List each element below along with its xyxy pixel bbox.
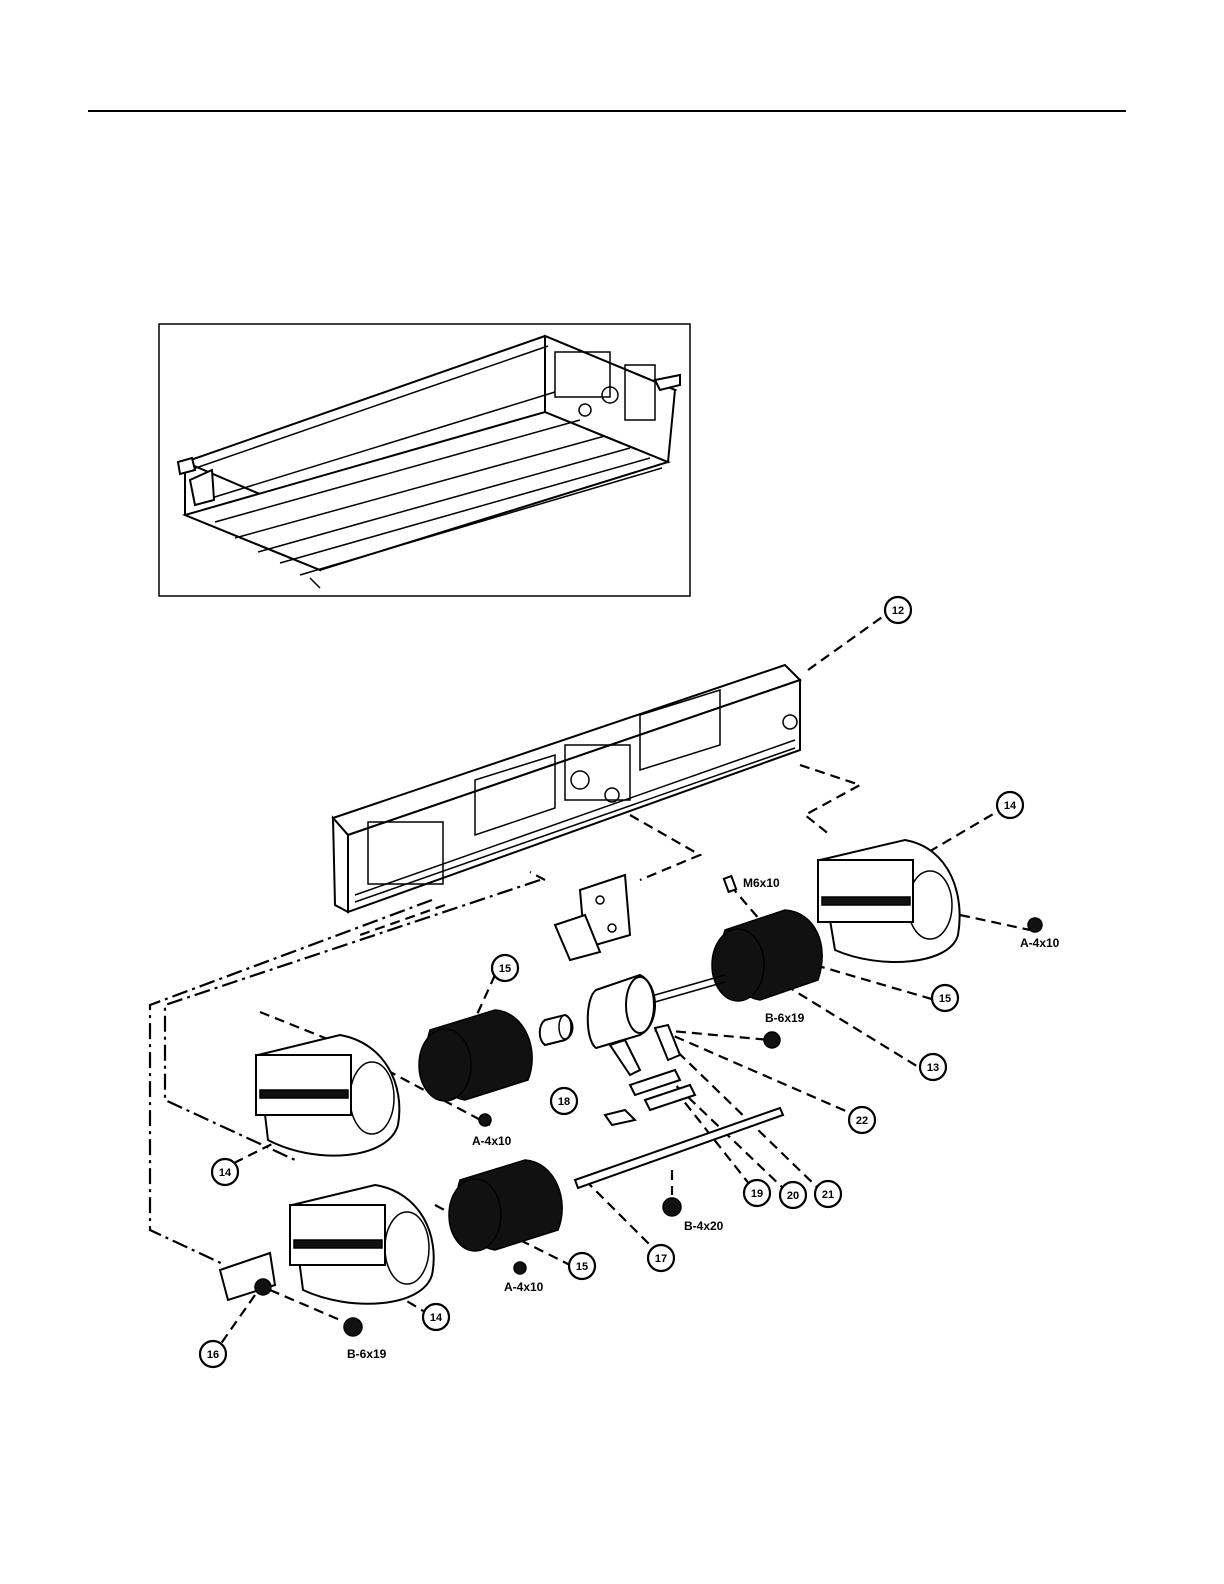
screw-a4x10-low <box>514 1262 526 1274</box>
part-15-blower-wheel-middle <box>419 1010 532 1101</box>
motor-bracket <box>555 875 630 960</box>
callout-14-middle: 14 <box>212 1159 238 1185</box>
part-13-motor <box>588 975 725 1048</box>
label-a4x10-right: A-4x10 <box>1020 936 1060 950</box>
callout-22: 22 <box>849 1107 875 1133</box>
callout-21: 21 <box>815 1181 841 1207</box>
screw-m6x10 <box>724 876 736 892</box>
part-16-bearing-bracket <box>220 1253 275 1300</box>
part-15-blower-wheel-lower <box>449 1160 562 1251</box>
fastener-labels: M6x10 A-4x10 B-6x19 A-4x10 B-4x20 A-4x10… <box>347 876 1060 1361</box>
callout-12: 12 <box>885 597 911 623</box>
callout-13: 13 <box>920 1054 946 1080</box>
svg-text:21: 21 <box>822 1189 834 1201</box>
callout-17: 17 <box>648 1245 674 1271</box>
label-a4x10-low: A-4x10 <box>504 1280 544 1294</box>
svg-text:17: 17 <box>655 1253 667 1265</box>
svg-text:14: 14 <box>219 1167 232 1179</box>
part-14-blower-housing-middle <box>256 1035 399 1156</box>
svg-text:20: 20 <box>787 1190 799 1202</box>
svg-text:15: 15 <box>576 1261 588 1273</box>
part-17-shaft <box>575 1108 783 1188</box>
screw-a4x10-right <box>1028 918 1042 932</box>
svg-text:15: 15 <box>499 963 511 975</box>
svg-text:15: 15 <box>939 993 951 1005</box>
svg-text:16: 16 <box>207 1349 219 1361</box>
svg-text:18: 18 <box>558 1096 570 1108</box>
label-m6x10: M6x10 <box>743 876 780 890</box>
screw-b6x19-bottom <box>344 1318 362 1336</box>
svg-text:14: 14 <box>430 1312 443 1324</box>
svg-text:19: 19 <box>751 1188 763 1200</box>
assembly-leaders <box>150 615 1030 1345</box>
part-12-fan-deck-panel <box>333 665 800 912</box>
label-a4x10-mid: A-4x10 <box>472 1134 512 1148</box>
svg-text:14: 14 <box>1004 800 1017 812</box>
callout-14-lower: 14 <box>423 1304 449 1330</box>
callout-19: 19 <box>744 1180 770 1206</box>
label-b6x19-bottom: B-6x19 <box>347 1347 387 1361</box>
part-15-blower-wheel-right <box>712 910 822 1001</box>
screw-a4x10-mid <box>479 1114 491 1126</box>
callout-20: 20 <box>780 1182 806 1208</box>
callout-18: 18 <box>551 1088 577 1114</box>
svg-text:13: 13 <box>927 1062 939 1074</box>
callout-15-lower: 15 <box>569 1253 595 1279</box>
screw-b6x19-top <box>764 1032 780 1048</box>
callout-14-right: 14 <box>997 792 1023 818</box>
callout-15-right: 15 <box>932 985 958 1011</box>
callout-15-middle: 15 <box>492 955 518 981</box>
part-14-blower-housing-right <box>818 840 960 962</box>
callout-16: 16 <box>200 1341 226 1367</box>
part-18-bushing <box>540 1015 573 1045</box>
assembled-unit-inset <box>159 324 690 596</box>
label-b6x19-top: B-6x19 <box>765 1011 805 1025</box>
screw-b4x20 <box>663 1198 681 1216</box>
svg-text:22: 22 <box>856 1115 868 1127</box>
svg-text:12: 12 <box>892 605 904 617</box>
label-b4x20: B-4x20 <box>684 1219 724 1233</box>
part-14-blower-housing-lower <box>290 1185 434 1304</box>
